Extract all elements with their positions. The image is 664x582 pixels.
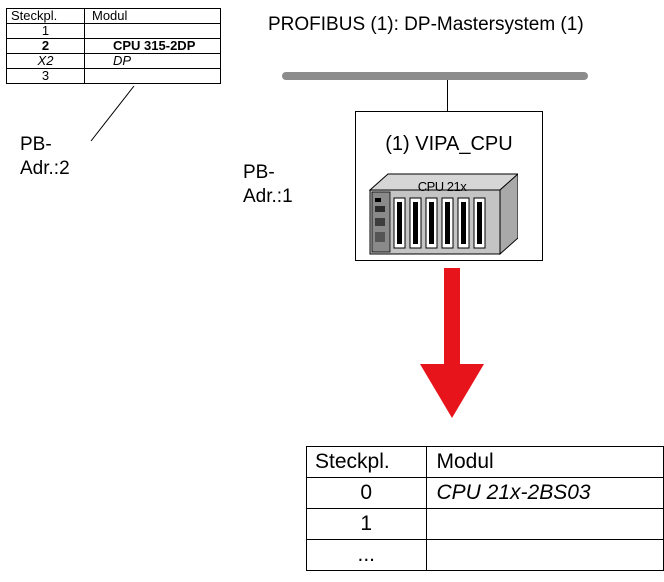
bus-drop-line [447, 80, 448, 112]
pb-address-station-line1: PB- [243, 161, 293, 185]
rack-table-large-header: Steckpl. Modul [307, 447, 664, 478]
arrow-head [420, 364, 484, 418]
module-cell [426, 540, 664, 571]
bus-label: PROFIBUS (1): DP-Mastersystem (1) [268, 13, 584, 37]
pb-address-left-line2: Adr.:2 [20, 157, 70, 181]
pb-address-station: PB- Adr.:1 [243, 161, 293, 209]
slot-cell: 0 [307, 478, 427, 509]
module-cell: CPU 21x-2BS03 [426, 478, 664, 509]
arrow-shaft [444, 268, 460, 366]
dp-leader-line [91, 86, 134, 141]
pb-address-left: PB- Adr.:2 [20, 133, 70, 181]
table-row[interactable]: 0 CPU 21x-2BS03 [307, 478, 664, 509]
pb-address-left-line1: PB- [20, 133, 70, 157]
slot-cell: 1 [307, 509, 427, 540]
cpu-station[interactable]: (1) VIPA_CPU CPU 21x [355, 111, 543, 261]
rack-table-large: Steckpl. Modul 0 CPU 21x-2BS03 1 ... [306, 446, 664, 571]
table-row[interactable]: 1 [307, 509, 664, 540]
slot-header: Steckpl. [307, 447, 427, 478]
device-label: CPU 21x [402, 180, 482, 194]
slot-cell: ... [307, 540, 427, 571]
module-cell [426, 509, 664, 540]
profibus-bus-line[interactable] [282, 72, 588, 80]
module-header: Modul [426, 447, 664, 478]
pb-address-station-line2: Adr.:1 [243, 185, 293, 209]
station-title: (1) VIPA_CPU [356, 132, 542, 156]
arrow-down-icon [418, 268, 488, 420]
table-row[interactable]: ... [307, 540, 664, 571]
